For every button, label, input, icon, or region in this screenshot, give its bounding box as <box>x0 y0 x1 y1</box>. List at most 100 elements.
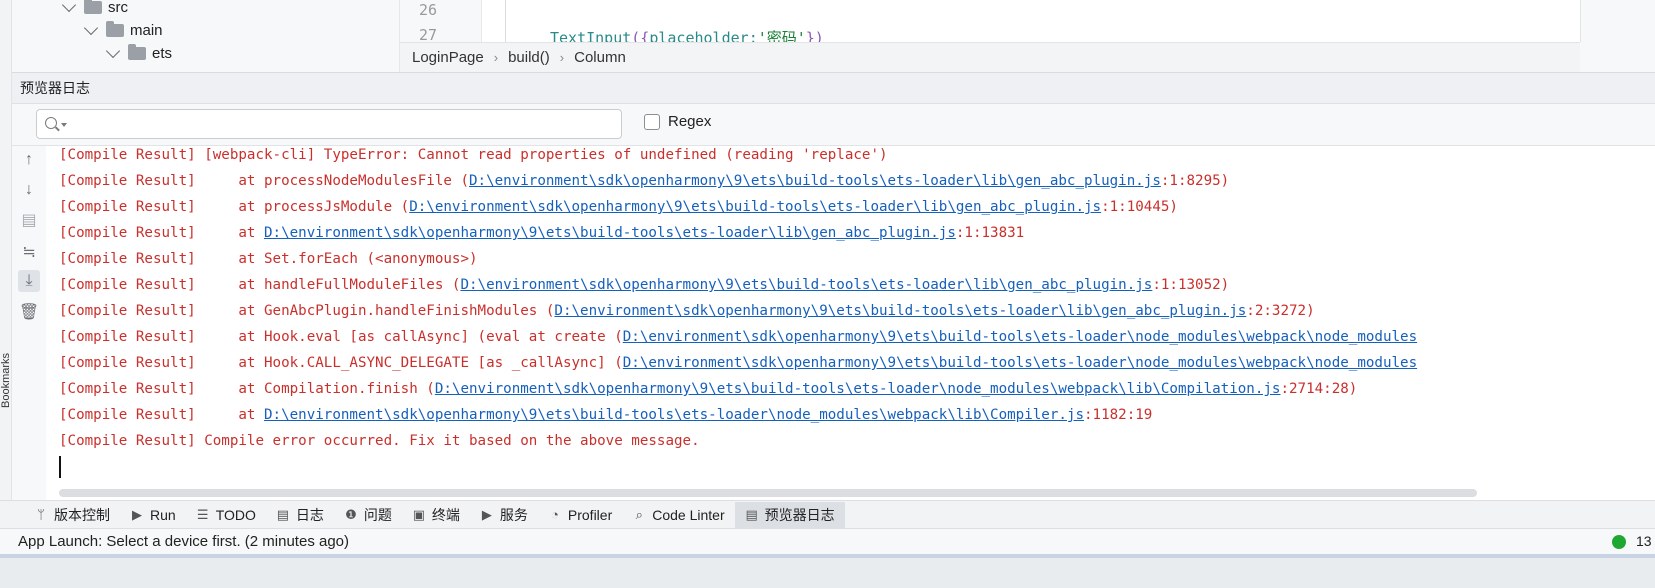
status-message[interactable]: App Launch: Select a device first. (2 mi… <box>18 533 350 550</box>
run-icon: ▶ <box>132 506 142 522</box>
log-line: [Compile Result] at Set.forEach (<anonym… <box>59 247 478 271</box>
log-file-link[interactable]: D:\environment\sdk\openharmony\9\ets\bui… <box>264 225 956 241</box>
bookmarks-side-tab[interactable]: Bookmarks <box>0 352 12 408</box>
regex-checkbox[interactable] <box>644 113 660 130</box>
chevron-down-icon <box>61 0 77 12</box>
tool-tab-list[interactable]: ☰ TODO <box>186 502 266 528</box>
tool-tab-run[interactable]: ▶ Run <box>120 502 186 528</box>
tool-tab-label: TODO <box>215 506 256 523</box>
project-tree: src main ets <box>12 0 400 72</box>
tool-tab-profiler[interactable]: ◔Profiler <box>538 502 622 528</box>
tree-item-ets[interactable]: ets <box>105 42 172 64</box>
tool-tab-previewer-log[interactable]: ▤预览器日志 <box>734 501 845 528</box>
log-text: :1:8295) <box>1160 173 1230 189</box>
log-text: :2:3272) <box>1246 303 1315 319</box>
trash-icon[interactable]: 🗑 <box>18 304 40 321</box>
chevron-down-icon <box>83 20 99 35</box>
tool-tab-services[interactable]: ▶服务 <box>470 502 538 528</box>
log-file-link[interactable]: D:\environment\sdk\openharmony\9\ets\bui… <box>434 381 1281 397</box>
code-editor[interactable]: 26 27 TextInput({placeholder:'密码'}) <box>400 0 1580 42</box>
tool-tab-label: 问题 <box>363 506 392 523</box>
log-line: [Compile Result] at GenAbcPlugin.handleF… <box>59 299 1315 323</box>
indent-guide <box>505 0 506 42</box>
log-line: [Compile Result] Compile error occurred.… <box>59 429 700 453</box>
regex-toggle[interactable]: Regex <box>644 113 711 130</box>
breadcrumb-item[interactable]: LoginPage <box>412 49 484 66</box>
log-text: :1:13052) <box>1152 277 1230 293</box>
editor-right-panel <box>1580 0 1655 42</box>
tool-tab-label: Code Linter <box>652 506 725 523</box>
down-arrow-icon[interactable]: ↓ <box>25 181 33 198</box>
folder-icon <box>84 0 102 14</box>
log-text: [Compile Result] at Hook.CALL_ASYNC_DELE… <box>59 355 623 371</box>
log-file-link[interactable]: D:\environment\sdk\openharmony\9\ets\bui… <box>554 303 1247 319</box>
window-bottom-edge <box>0 554 1655 588</box>
log-line: [Compile Result] at Compilation.finish (… <box>59 377 1357 401</box>
tool-tab-code-linter[interactable]: ⌕Code Linter <box>622 502 734 528</box>
tree-item-src[interactable]: src <box>61 0 128 18</box>
window-bottom-accent <box>0 554 1655 558</box>
log-text: :2714:28) <box>1280 381 1358 397</box>
panel-title-bar: 预览器日志 <box>12 72 1655 104</box>
log-text: [Compile Result] at <box>59 407 264 423</box>
tool-tab-label: Run <box>150 506 176 523</box>
log-file-link[interactable]: D:\environment\sdk\openharmony\9\ets\bui… <box>460 277 1153 293</box>
problems-icon: ❶ <box>345 506 357 522</box>
tool-tab-problems[interactable]: ❶ 问题 <box>334 502 402 528</box>
log-toolbar: ↑ ↓ ▤ ≒ ⤓ 🗑 <box>12 146 46 486</box>
tree-item-main[interactable]: main <box>83 19 163 41</box>
line-number: 26 <box>418 1 437 19</box>
tool-tab-log[interactable]: ▤ 日志 <box>266 502 334 528</box>
log-text: [Compile Result] at GenAbcPlugin.handleF… <box>59 303 555 319</box>
log-file-link[interactable]: D:\environment\sdk\openharmony\9\ets\bui… <box>622 355 1418 371</box>
search-icon[interactable] <box>45 117 57 129</box>
tool-tab-label: 终端 <box>431 506 460 523</box>
regex-label: Regex <box>668 113 712 130</box>
log-file-link[interactable]: D:\environment\sdk\openharmony\9\ets\bui… <box>264 407 1084 423</box>
chevron-right-icon: › <box>493 50 499 65</box>
list-icon: ☰ <box>196 506 209 522</box>
line-number: 27 <box>418 26 437 42</box>
log-text: [Compile Result] at <box>59 225 264 241</box>
text-cursor <box>59 456 61 478</box>
line-gutter: 26 27 <box>400 0 482 42</box>
tool-tab-label: 预览器日志 <box>764 506 835 523</box>
log-line: [Compile Result] at Hook.eval [as callAs… <box>59 325 1417 349</box>
log-text: [Compile Result] [webpack-cli] TypeError… <box>59 147 888 163</box>
breadcrumb-item[interactable]: build() <box>508 49 550 66</box>
up-arrow-icon[interactable]: ↑ <box>25 151 33 168</box>
soft-wrap-icon[interactable]: ≒ <box>22 244 36 261</box>
chevron-right-icon: › <box>559 50 565 65</box>
log-search-input[interactable] <box>71 112 611 136</box>
breadcrumb-item[interactable]: Column <box>574 49 626 66</box>
filter-icon[interactable]: ▤ <box>21 212 37 229</box>
log-output[interactable]: [Compile Result] [webpack-cli] TypeError… <box>46 146 1655 486</box>
log-text: [Compile Result] at handleFullModuleFile… <box>59 277 461 293</box>
log-line: [Compile Result] at processJsModule (D:\… <box>59 195 1178 219</box>
log-line: [Compile Result] at D:\environment\sdk\o… <box>59 221 1024 245</box>
horizontal-scrollbar[interactable] <box>46 486 1655 500</box>
scroll-to-end-icon[interactable]: ⤓ <box>18 270 40 292</box>
log-text: [Compile Result] at Hook.eval [as callAs… <box>59 329 623 345</box>
log-text: :1182:19 <box>1084 407 1153 423</box>
tool-tab-label: 日志 <box>295 506 324 523</box>
log-file-link[interactable]: D:\environment\sdk\openharmony\9\ets\bui… <box>409 199 1102 215</box>
code-line: TextInput({placeholder:'密码'}) <box>550 29 824 42</box>
log-filter-bar: Regex <box>12 104 1655 146</box>
tool-tab-label: 服务 <box>499 506 528 523</box>
log-file-link[interactable]: D:\environment\sdk\openharmony\9\ets\bui… <box>469 173 1161 189</box>
folder-icon <box>128 43 146 60</box>
scrollbar-thumb[interactable] <box>59 489 1477 497</box>
log-icon: ▤ <box>276 506 290 522</box>
log-text: [Compile Result] at processJsModule ( <box>59 199 410 215</box>
log-search-box[interactable] <box>36 109 622 139</box>
status-indicator-icon[interactable] <box>1612 535 1626 549</box>
tool-tab-terminal[interactable]: ▣ 终端 <box>402 502 470 528</box>
terminal-icon: ▣ <box>412 506 426 522</box>
log-file-link[interactable]: D:\environment\sdk\openharmony\9\ets\bui… <box>622 329 1418 345</box>
log-line: [Compile Result] at handleFullModuleFile… <box>59 273 1229 297</box>
status-number[interactable]: 13 <box>1636 533 1652 549</box>
log-text: [Compile Result] at Set.forEach (<anonym… <box>59 251 478 267</box>
search-history-caret-icon[interactable] <box>61 123 67 127</box>
